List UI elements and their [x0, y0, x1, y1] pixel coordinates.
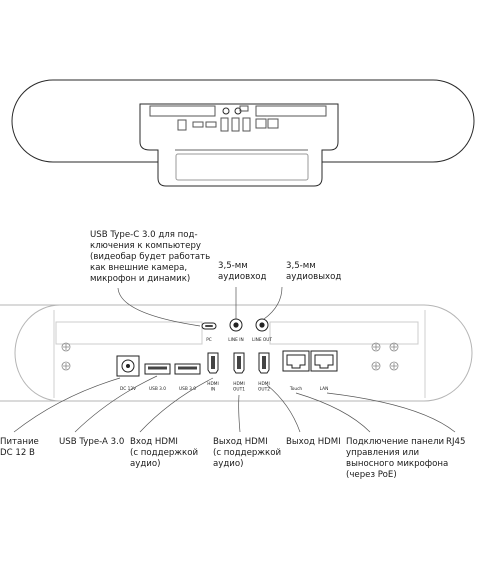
- usb-a-port-2-label: USB 3.0: [179, 386, 196, 392]
- annotation-usb-a: USB Type-A 3.0: [59, 437, 125, 447]
- mini-usb-2: [205, 121, 217, 128]
- screw-icon: [61, 342, 71, 352]
- hdmi-out2-tongue: [262, 356, 266, 369]
- mount-inner-panel: [175, 153, 309, 181]
- rj45-lan-socket: [314, 354, 334, 369]
- usb-a-tongue-2: [178, 366, 197, 370]
- leader-lines: [13, 286, 456, 433]
- hdmi-out2-label-line-2: OUT2: [258, 387, 270, 393]
- hdmi-out2-label-line-1: HDMI: [258, 381, 270, 387]
- annotation-hdmi-out-1: Выход HDMI (с поддержкой аудио): [213, 437, 282, 469]
- leader-rj45: [326, 392, 456, 433]
- usb-c-tongue: [205, 325, 213, 327]
- hdmi-out1-tongue: [237, 356, 241, 369]
- annotation-power: Питание DC 12 В: [0, 437, 39, 458]
- dc-port-label: DC 12V: [120, 386, 136, 392]
- mini-jack-1: [222, 107, 230, 115]
- leader-usb-a: [74, 375, 158, 433]
- leader-hdmi-in: [139, 377, 214, 433]
- mini-usb-c: [239, 105, 249, 112]
- panel-left-curve: [14, 304, 61, 402]
- lan-port-label: LAN: [320, 386, 329, 392]
- panel-right-slot: [269, 321, 419, 345]
- leader-hdmi-out2: [266, 384, 301, 433]
- pc-port-label: PC: [206, 337, 212, 343]
- screw-icon: [389, 342, 399, 352]
- annotation-rj45: RJ45: [446, 437, 466, 447]
- panel-outer-frame: [0, 304, 473, 402]
- rj45-touch-socket: [286, 354, 306, 369]
- line-out-port-label: LINE OUT: [252, 337, 272, 343]
- annotation-line-in: 3,5-мм аудиовход: [218, 261, 267, 282]
- leader-power: [13, 377, 121, 433]
- annotation-hdmi-out-2: Выход HDMI: [286, 437, 341, 447]
- rj45-touch-port: [282, 350, 310, 372]
- leader-usb-c: [117, 287, 201, 327]
- leader-line-out: [263, 286, 283, 320]
- hdmi-out1-label-line-1: HDMI: [233, 381, 245, 387]
- screw-icon: [371, 342, 381, 352]
- hdmi-out1-label-line-2: OUT1: [233, 387, 245, 393]
- mini-slot-left: [149, 105, 216, 117]
- mini-dc: [177, 119, 187, 131]
- hdmi-in-tongue: [211, 356, 215, 369]
- screw-icon: [61, 361, 71, 371]
- mini-rj45-1: [255, 118, 267, 129]
- line-in-port-label: LINE IN: [228, 337, 243, 343]
- screw-icon: [389, 361, 399, 371]
- dc-barrel-ring: [121, 359, 135, 373]
- device-overview: [11, 79, 475, 187]
- mini-slot-right: [255, 105, 327, 117]
- mini-hdmi-2: [231, 117, 240, 132]
- dc-barrel-pin: [126, 364, 130, 368]
- screw-icon: [371, 361, 381, 371]
- mini-hdmi-3: [242, 117, 251, 132]
- rj45-lan-port: [310, 350, 338, 372]
- annotation-touch: Подключение панели управления или выносн…: [346, 437, 449, 480]
- mini-hdmi-1: [220, 117, 229, 132]
- leader-touch: [295, 392, 371, 433]
- mount-block: [139, 103, 339, 187]
- annotation-line-out: 3,5-мм аудиовыход: [286, 261, 342, 282]
- line-in-jack-hole: [233, 322, 239, 328]
- panel-screws: [61, 342, 399, 371]
- annotation-usb-c: USB Type-C 3.0 для под- ключения к компь…: [90, 230, 211, 284]
- annotation-hdmi-in: Вход HDMI (с поддержкой аудио): [130, 437, 199, 469]
- usb-a-port-1-label: USB 3.0: [149, 386, 166, 392]
- hdmi-in-label-line-2: IN: [211, 387, 215, 393]
- usb-a-tongue-1: [148, 366, 167, 370]
- port-panel: PC LINE IN LINE OUT DC 12V USB 3.0 USB 3…: [0, 304, 473, 402]
- line-out-jack-hole: [259, 322, 265, 328]
- hdmi-in-label-line-1: HDMI: [207, 381, 219, 387]
- leader-hdmi-out1: [238, 394, 241, 433]
- panel-left-slot: [55, 321, 203, 345]
- mini-rj45-2: [267, 118, 279, 129]
- mini-usb-1: [192, 121, 204, 128]
- touch-port-label: Touch: [289, 386, 303, 392]
